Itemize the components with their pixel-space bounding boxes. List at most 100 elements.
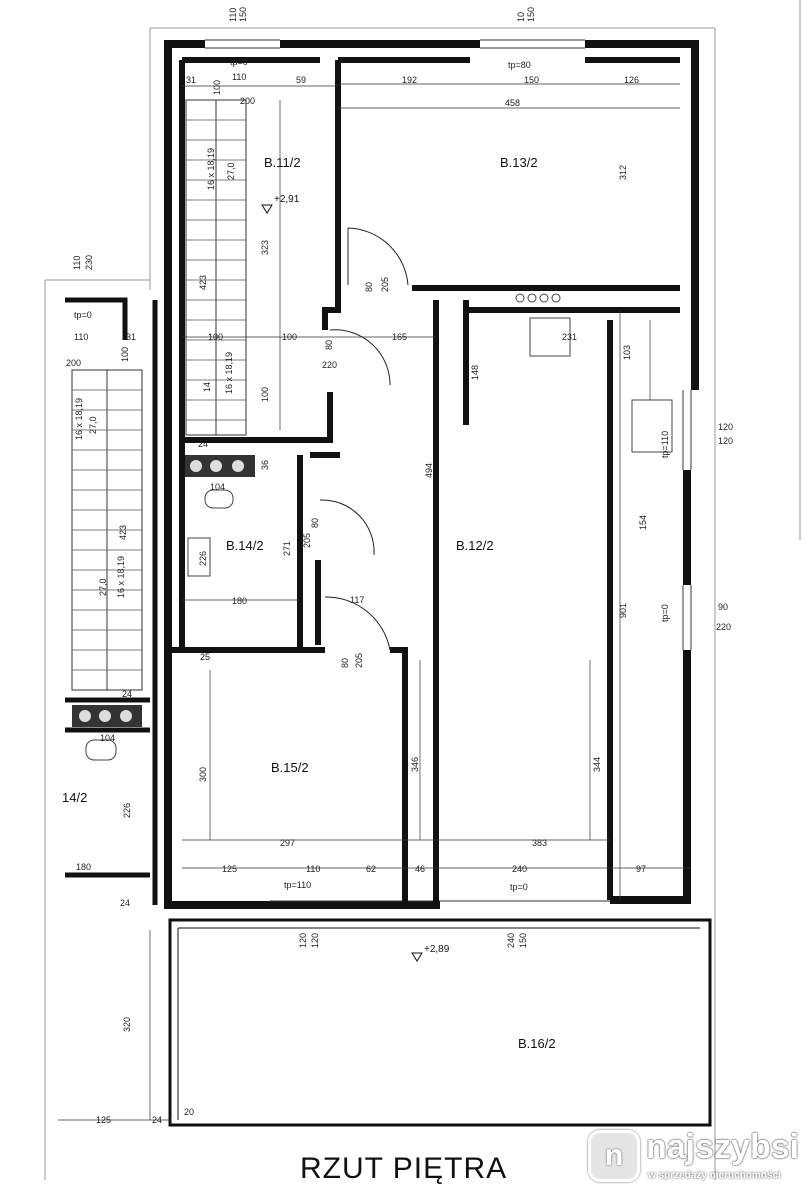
- dim-bath-205: 205: [302, 533, 312, 548]
- dim-stairs-270: 27,0: [226, 162, 236, 180]
- dim-117: 117: [350, 595, 364, 605]
- dim-t240: 240: [506, 933, 516, 948]
- dim-59: 59: [296, 75, 306, 85]
- dim-103: 103: [622, 345, 632, 360]
- dim-36: 36: [260, 460, 270, 470]
- dim-110-230-a: 110: [72, 256, 82, 270]
- room-label-b16: B.16/2: [518, 1036, 556, 1051]
- dim-110: 110: [232, 72, 246, 82]
- dim-320: 320: [122, 1017, 132, 1032]
- dim-h423: 423: [198, 275, 208, 290]
- dim-125: 125: [222, 864, 237, 874]
- chimney-blocks: [72, 455, 255, 727]
- dim-20: 20: [184, 1107, 194, 1117]
- dim-100-a: 100: [208, 332, 223, 342]
- dim-tp0-left: tp=0: [74, 310, 92, 320]
- dim-h323: 323: [260, 240, 270, 255]
- room-label-b14-left: 14/2: [62, 790, 87, 805]
- dim-383: 383: [532, 838, 547, 848]
- dim-t150: 150: [518, 933, 528, 948]
- dim-200: 200: [240, 96, 255, 106]
- window-openings: [205, 39, 692, 902]
- dim-154: 154: [638, 515, 648, 530]
- dim-door80-b: 80: [324, 340, 334, 350]
- dim-346: 346: [410, 757, 420, 772]
- dim-97: 97: [636, 864, 646, 874]
- dim-901: 901: [618, 603, 628, 618]
- dim-104-left: 104: [100, 733, 115, 743]
- dimension-lines: [58, 83, 690, 1121]
- level-terrace: +2,89: [424, 944, 450, 955]
- dim-bath-80: 80: [310, 518, 320, 528]
- dim-46: 46: [415, 864, 425, 874]
- left-unit-walls: [65, 297, 158, 905]
- dim-192: 192: [402, 75, 417, 85]
- dim-180: 180: [232, 596, 247, 606]
- dim-148: 148: [470, 365, 480, 380]
- dim-door205-c: 205: [354, 653, 364, 668]
- dim-226: 226: [198, 551, 208, 566]
- dim-165: 165: [392, 332, 407, 342]
- door-swings: [319, 227, 409, 651]
- dim-110-left: 110: [74, 332, 88, 342]
- dim-100-left: 100: [120, 347, 130, 362]
- dimension-texts: tp=0 31 110 59 200 tp=80 192 150 126 458…: [66, 57, 733, 1125]
- stair-treads-main: [186, 119, 246, 421]
- dim-423-left: 423: [118, 525, 128, 540]
- watermark-logo-letter: n: [604, 1139, 624, 1172]
- dim-h312: 312: [618, 165, 628, 180]
- dim-125-left: 125: [96, 1115, 111, 1125]
- watermark-logo: n: [588, 1130, 640, 1182]
- dim-100-b: 100: [282, 332, 297, 342]
- boundary-lines: [44, 0, 801, 1180]
- dim-24-d: 24: [152, 1115, 162, 1125]
- dim-62: 62: [366, 864, 376, 874]
- dim-stairs-left-270: 27,0: [98, 578, 108, 596]
- dim-door205-a: 205: [380, 277, 390, 292]
- dim-300: 300: [198, 767, 208, 782]
- dim-25: 25: [200, 652, 210, 662]
- dim-240: 240: [512, 864, 527, 874]
- dim-120-a: 120: [718, 422, 733, 432]
- room-label-b15: B.15/2: [271, 760, 309, 775]
- dim-458: 458: [505, 98, 520, 108]
- dim-24-c: 24: [120, 898, 130, 908]
- stairs-main: [185, 99, 247, 436]
- dim-271: 271: [282, 541, 292, 556]
- dim-top-150b: 150: [526, 7, 536, 22]
- dim-top-150: 150: [238, 7, 248, 22]
- dim-90: 90: [718, 602, 728, 612]
- dim-door80-a: 80: [364, 282, 374, 292]
- dim-200-left: 200: [66, 358, 81, 368]
- dim-stairs-mid2: 14: [202, 382, 212, 392]
- dim-top-10: 10: [516, 12, 526, 22]
- room-label-b13: B.13/2: [500, 155, 538, 170]
- room-label-b11: B.11/2: [264, 155, 301, 170]
- dimension-texts-vertical: 110 150 10 150 100 312 16 x 18,19 27,0 4…: [72, 7, 670, 1032]
- dim-297: 297: [280, 838, 295, 848]
- dim-226-left: 226: [122, 803, 132, 818]
- dim-stairs-left: 16 x 18,19: [116, 556, 126, 598]
- interior-walls: [168, 57, 680, 905]
- dim-stairs-left-top: 16 x 18,19: [74, 398, 84, 440]
- terrace-outline: [168, 918, 712, 1127]
- dim-110-bottom: 110: [306, 864, 320, 874]
- level-upper: +2,91: [274, 194, 300, 205]
- dim-231: 231: [562, 332, 577, 342]
- dim-tp0-right: tp=0: [660, 604, 670, 622]
- watermark-tagline: w sprzedaży nieruchomości: [648, 1170, 781, 1181]
- dim-stairs-left-270b: 27,0: [88, 416, 98, 434]
- watermark: n najszybsi w sprzedaży nieruchomości: [588, 1128, 800, 1186]
- dim-220-door: 220: [322, 360, 337, 370]
- dim-31-left: 31: [126, 332, 136, 342]
- dim-tp0-b: tp=0: [510, 882, 528, 892]
- dim-344: 344: [592, 757, 602, 772]
- dim-104: 104: [210, 482, 225, 492]
- dim-door80-c: 80: [340, 658, 350, 668]
- dim-h100-mid: 100: [260, 387, 270, 402]
- watermark-name: najszybsi: [646, 1128, 800, 1166]
- dim-h100: 100: [212, 80, 222, 95]
- outer-walls: [164, 40, 699, 909]
- dim-t120-a: 120: [298, 933, 308, 948]
